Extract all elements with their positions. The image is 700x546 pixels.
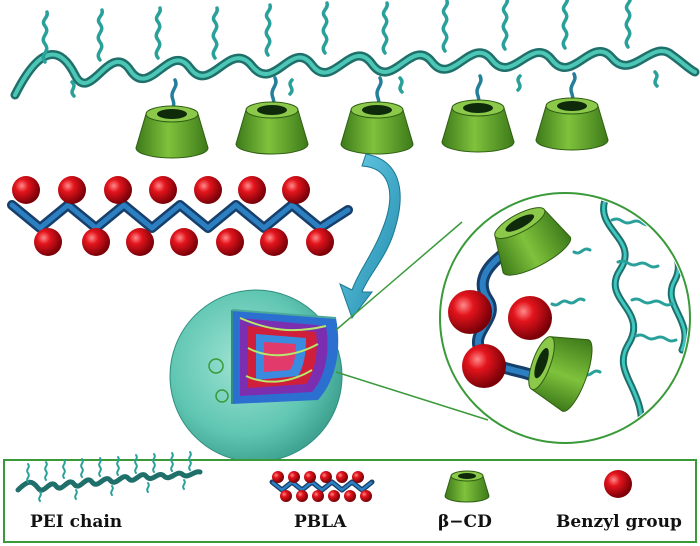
pei-chain-icon xyxy=(15,451,203,502)
legend-label-benzyl: Benzyl group xyxy=(556,512,682,532)
legend-label-pbla: PBLA xyxy=(294,512,347,532)
pbla-chain xyxy=(7,176,353,256)
beta-cd-icon xyxy=(444,470,490,503)
benzyl-group-icon xyxy=(604,470,632,498)
zoom-inset xyxy=(439,192,691,444)
beta-cd-cup xyxy=(535,97,609,151)
benzyl-spheres-top xyxy=(12,176,310,204)
assembly-arrow xyxy=(339,153,401,320)
pei-cd-complex xyxy=(10,0,700,159)
beta-cd-cup xyxy=(340,101,414,155)
zoom-lines xyxy=(335,221,489,421)
pei-branches xyxy=(41,0,659,98)
benzyl-spheres-bottom xyxy=(34,228,334,256)
beta-cd-cup xyxy=(235,101,309,155)
legend-label-beta-cd: β−CD xyxy=(438,512,492,532)
legend-label-pei: PEI chain xyxy=(30,512,122,532)
legend: PEI chain PBLA β−CD Benzyl group xyxy=(3,451,697,543)
beta-cd-cup xyxy=(135,105,209,159)
nanoparticle xyxy=(169,289,343,463)
pbla-icon xyxy=(269,471,375,502)
beta-cd-cup xyxy=(441,99,515,153)
